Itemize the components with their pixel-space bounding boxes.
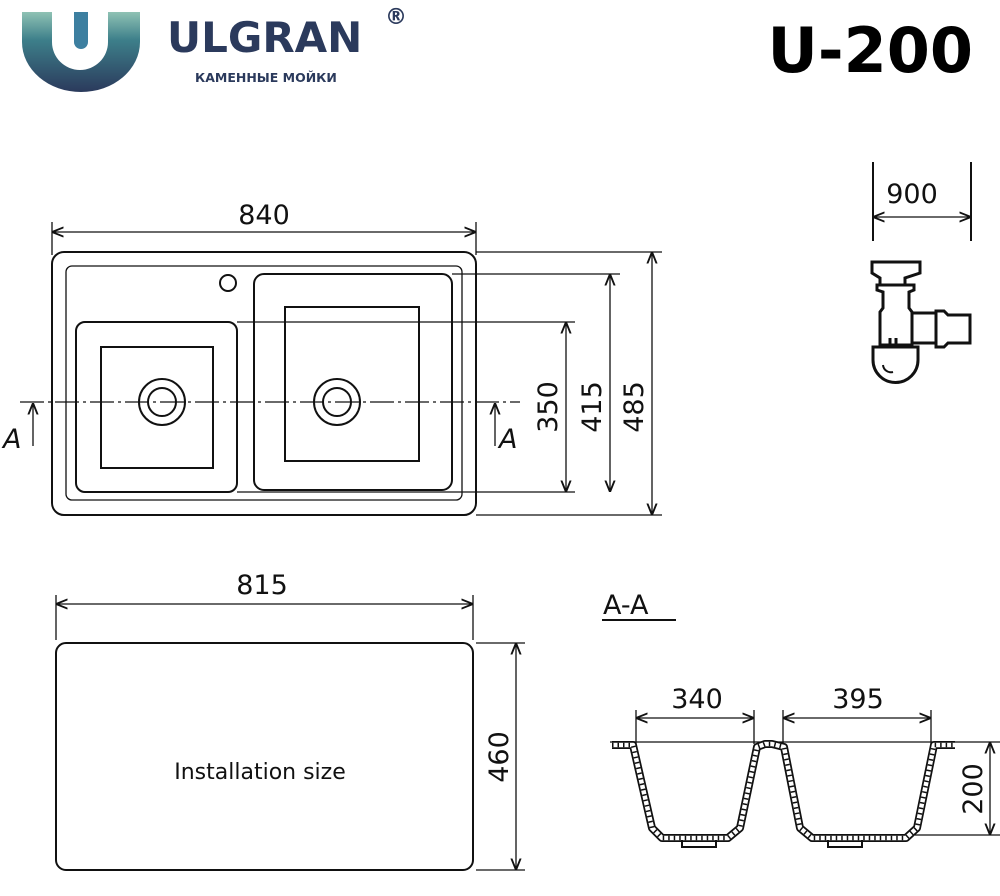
dim-485: 485: [619, 381, 650, 433]
right-bowl: [253, 273, 453, 491]
dim-200: 200: [958, 763, 989, 815]
section-mark-right: A: [497, 424, 517, 455]
sink-top-view: 840 350 415 485 A A: [1, 200, 662, 516]
dim-width-840: 840: [238, 200, 290, 231]
dim-415: 415: [577, 381, 608, 433]
ulgran-logo: ULGRAN ® КАМЕННЫЕ МОЙКИ: [22, 5, 407, 92]
installation-size-view: 815 460 Installation size: [55, 570, 525, 871]
left-bowl: [75, 321, 238, 493]
siphon-drawing: 900: [870, 162, 972, 384]
section-mark-left: A: [1, 424, 21, 455]
section-title: A-A: [603, 590, 649, 621]
tap-hole: [219, 274, 237, 292]
logo-registered: ®: [385, 5, 407, 30]
siphon-icon: [870, 260, 972, 384]
dim-395: 395: [832, 684, 884, 715]
dim-460: 460: [484, 731, 515, 783]
section-a-a: A-A 340 395 200: [602, 590, 1000, 848]
logo-mark-icon: [22, 12, 140, 92]
dim-340: 340: [671, 684, 723, 715]
dim-900: 900: [886, 179, 938, 210]
dim-815: 815: [236, 570, 288, 601]
model-title: U-200: [768, 14, 974, 87]
installation-size-label: Installation size: [174, 760, 346, 785]
sink-section-profile: [612, 740, 955, 848]
logo-tagline: КАМЕННЫЕ МОЙКИ: [195, 70, 337, 85]
dim-350: 350: [533, 381, 564, 433]
logo-brand: ULGRAN: [167, 13, 362, 62]
